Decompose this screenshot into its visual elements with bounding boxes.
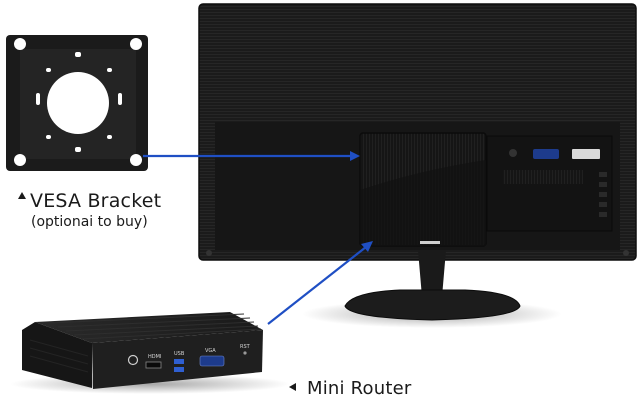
- vesa-bracket: [6, 35, 148, 171]
- vesa-bracket-subtitle: (optionai to buy): [31, 214, 148, 230]
- arrow-router-to-monitor: [267, 246, 367, 325]
- port-label-usb: USB: [174, 351, 185, 357]
- monitor-stand-base: [344, 289, 521, 321]
- screw-icon: [206, 250, 212, 256]
- vga-port-icon: [533, 149, 559, 159]
- mini-router-title: Mini Router: [307, 378, 412, 399]
- connector-arrows: [143, 151, 373, 325]
- vent-grille: [503, 170, 583, 184]
- reset-button-icon: [243, 351, 247, 355]
- arrow-head-icon: [350, 151, 360, 161]
- port-label-rst: RST: [240, 344, 251, 350]
- dvi-port-icon: [572, 149, 600, 159]
- mini-router: HDMI USB VGA RST: [10, 312, 290, 394]
- power-button-icon: [127, 354, 139, 366]
- usb-port-icon: [174, 367, 184, 372]
- vga-port-icon: [199, 355, 225, 367]
- mounted-mini-router: [359, 132, 487, 247]
- power-port-icon: [509, 149, 517, 157]
- port-label-hdmi: HDMI: [148, 354, 161, 360]
- usb-port-icon: [174, 359, 184, 364]
- pointer-triangle-icon: [18, 192, 26, 199]
- hdmi-port-icon: [145, 361, 162, 369]
- monitor-stand-neck: [418, 250, 446, 297]
- vesa-bracket-title: VESA Bracket: [30, 190, 162, 212]
- monitor-side-buttons: [599, 172, 607, 217]
- port-label-vga: VGA: [205, 348, 216, 354]
- arrow-head-icon: [361, 241, 373, 252]
- pointer-triangle-icon: [289, 383, 296, 391]
- screw-icon: [623, 250, 629, 256]
